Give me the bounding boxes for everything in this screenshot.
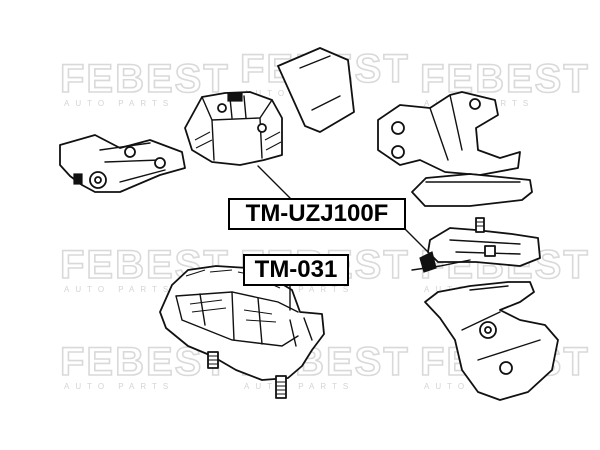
watermark-tagline: AUTO PARTS	[64, 285, 174, 294]
part-number-label-031: TM-031	[243, 254, 349, 286]
leader-line-uzj100f-to-bracket	[257, 165, 291, 199]
tm-uzj100f-mount-body	[184, 91, 283, 166]
right-upper-bracket	[377, 91, 521, 176]
part-number-label-uzj100f: TM-UZJ100F	[228, 198, 406, 230]
right-lower-bracket	[424, 281, 559, 401]
watermark-brand: FEBEST	[420, 57, 590, 101]
watermark-brand: FEBEST	[60, 57, 230, 101]
leader-line-uzj100f-to-right-mount	[403, 227, 429, 253]
left-mount-bracket	[59, 134, 186, 193]
watermark-tagline: AUTO PARTS	[64, 99, 174, 108]
right-mount-insulator	[411, 217, 541, 273]
watermark-tagline: AUTO PARTS	[244, 382, 354, 391]
leader-lines	[257, 165, 429, 311]
watermark-tagline: AUTO PARTS	[64, 382, 174, 391]
tm-031-mount-body	[159, 265, 325, 399]
watermark-tagline: AUTO PARTS	[244, 285, 354, 294]
mount-pad-plate	[277, 47, 355, 133]
right-cushion-pad	[411, 173, 533, 207]
